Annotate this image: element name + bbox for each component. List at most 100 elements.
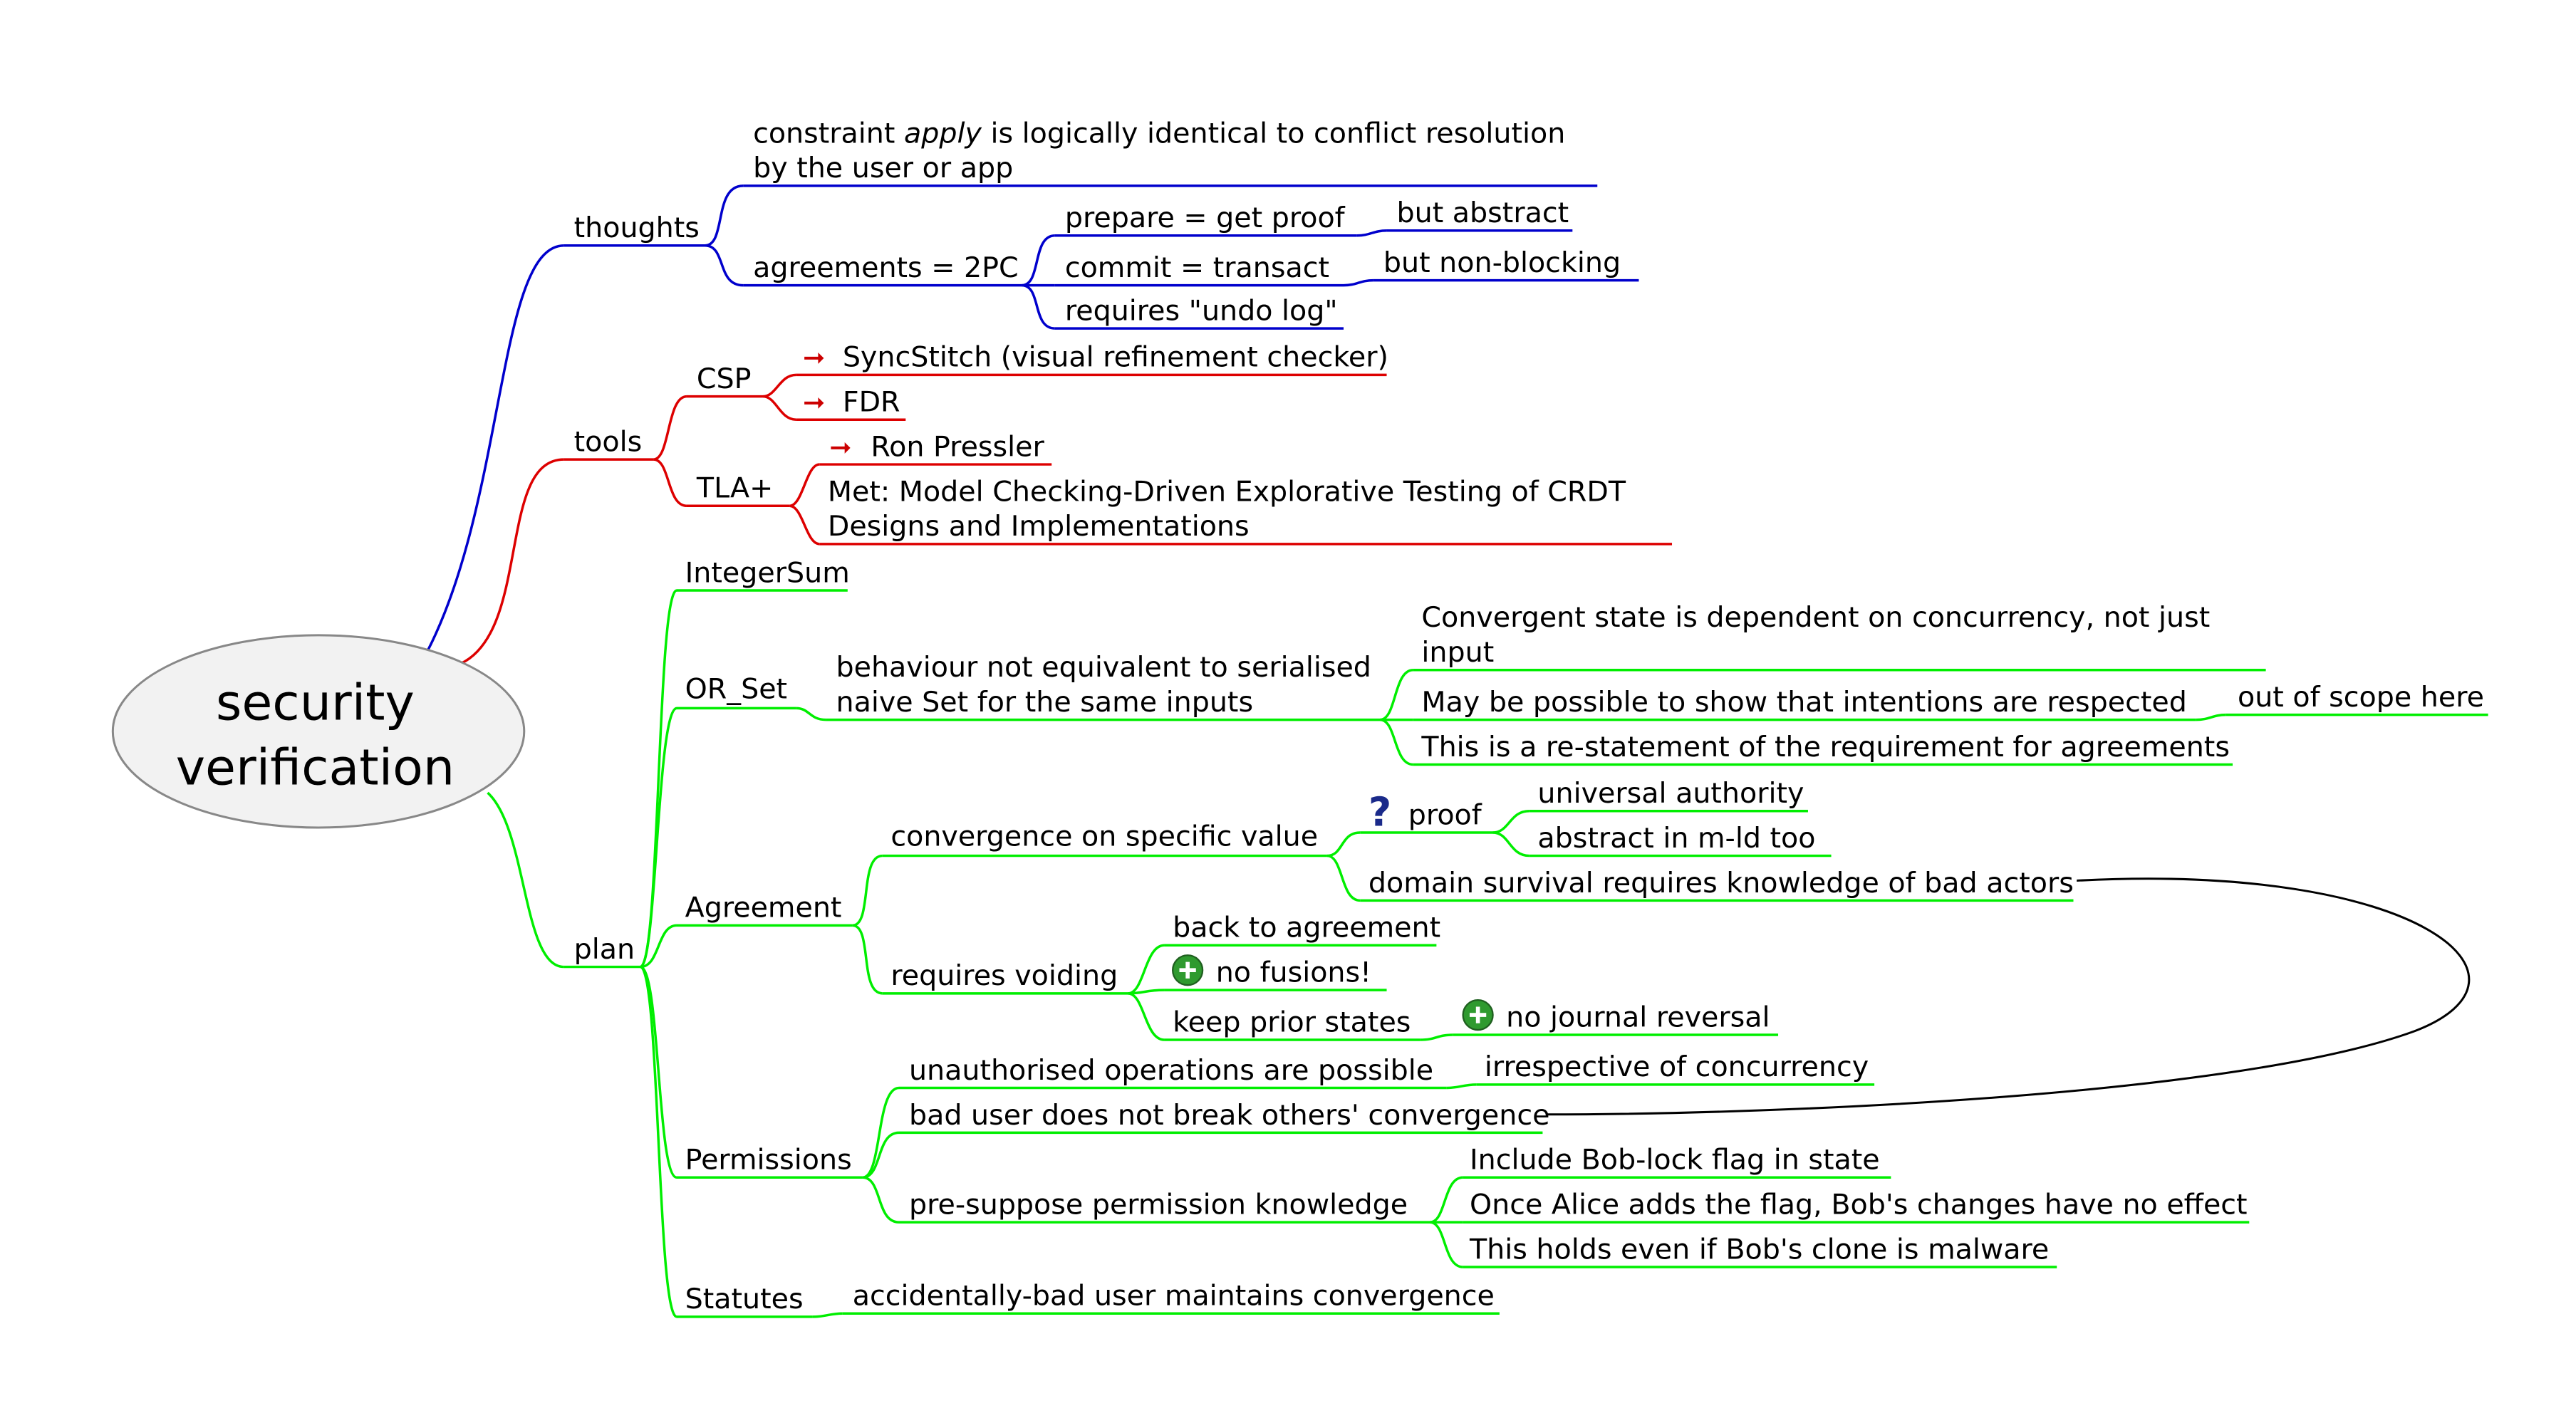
orset-node[interactable]: OR_Set xyxy=(685,672,787,705)
root-to-plan-link xyxy=(487,791,564,969)
pressler-node[interactable]: ➞ Ron Pressler xyxy=(829,430,1044,463)
convergent-node-line2[interactable]: input xyxy=(1421,636,1494,669)
root-title-line2: verification xyxy=(176,739,455,796)
commit-to-note-link xyxy=(1343,278,1373,287)
keep-prior-node[interactable]: keep prior states xyxy=(1173,1006,1411,1038)
alice-flag-node[interactable]: Once Alice adds the flag, Bob's changes … xyxy=(1470,1188,2248,1221)
agreements-node[interactable]: agreements = 2PC xyxy=(753,251,1019,284)
integersum-node[interactable]: IntegerSum xyxy=(685,556,850,589)
constraint-node-line2[interactable]: by the user or app xyxy=(753,152,1013,184)
no-fusions-node[interactable]: no fusions! xyxy=(1172,954,1371,989)
permissions-node[interactable]: Permissions xyxy=(685,1144,852,1177)
orset-to-behaviour-link xyxy=(796,707,826,721)
commit-node[interactable]: commit = transact xyxy=(1065,251,1329,284)
agreement-to-voiding-link xyxy=(852,924,883,995)
root-to-thoughts-link xyxy=(427,244,564,651)
behaviour-to-restatement-link xyxy=(1379,718,1414,766)
thoughts-branch-lines xyxy=(427,184,1639,651)
thoughts-branch: thoughts constraint apply is logically i… xyxy=(574,117,1621,327)
no-fusions-label: no fusions! xyxy=(1216,956,1371,989)
bob-lock-node[interactable]: Include Bob-lock flag in state xyxy=(1470,1144,1880,1177)
plan-to-statutes-link xyxy=(639,965,677,1318)
csp-to-fdr-link xyxy=(762,395,796,421)
fdr-node[interactable]: ➞ FDR xyxy=(803,386,900,419)
accidental-node[interactable]: accidentally-bad user maintains converge… xyxy=(853,1280,1495,1313)
undo-log-node[interactable]: requires "undo log" xyxy=(1065,294,1338,327)
tools-node[interactable]: tools xyxy=(574,425,643,458)
root-ellipse xyxy=(111,634,526,829)
proof-to-universal-link xyxy=(1492,809,1530,834)
permissions-to-presuppose-link xyxy=(862,1176,900,1224)
link-arrow-icon: ➞ xyxy=(829,431,851,462)
presuppose-to-boblock-link xyxy=(1429,1176,1463,1224)
scope-node[interactable]: out of scope here xyxy=(2238,681,2484,714)
domain-survival-node[interactable]: domain survival requires knowledge of ba… xyxy=(1368,867,2074,900)
prepare-node[interactable]: prepare = get proof xyxy=(1065,202,1346,234)
bad-user-node[interactable]: bad user does not break others' converge… xyxy=(909,1099,1550,1132)
thoughts-node[interactable]: thoughts xyxy=(574,212,700,244)
csp-node[interactable]: CSP xyxy=(697,363,752,395)
abstract-mld-node[interactable]: abstract in m-ld too xyxy=(1537,822,1815,855)
thoughts-to-agreements-link xyxy=(705,244,744,287)
intentions-to-scope-link xyxy=(2196,713,2226,721)
plan-to-integersum-link xyxy=(639,589,678,969)
presuppose-node[interactable]: pre-suppose permission knowledge xyxy=(909,1188,1408,1221)
back-to-agreement-node[interactable]: back to agreement xyxy=(1173,912,1440,944)
question-icon: ? xyxy=(1368,790,1391,836)
behaviour-to-convergent-link xyxy=(1379,669,1414,721)
unauthorised-to-irrespective-link xyxy=(1446,1083,1477,1090)
prepare-to-note-link xyxy=(1356,229,1387,237)
plus-icon xyxy=(1462,999,1494,1031)
no-journal-node[interactable]: no journal reversal xyxy=(1462,999,1770,1033)
agreement-node[interactable]: Agreement xyxy=(685,892,842,924)
plan-branch-lines xyxy=(487,589,2488,1318)
statutes-node[interactable]: Statutes xyxy=(685,1283,804,1315)
intentions-node[interactable]: May be possible to show that intentions … xyxy=(1421,686,2186,719)
unauthorised-node[interactable]: unauthorised operations are possible xyxy=(909,1054,1433,1087)
agreements-to-undo-link xyxy=(1022,283,1056,330)
root-title-line1: security xyxy=(216,674,415,732)
malware-node[interactable]: This holds even if Bob's clone is malwar… xyxy=(1469,1233,2049,1266)
plus-icon xyxy=(1172,954,1204,986)
permissions-to-unauthorised-link xyxy=(862,1086,900,1179)
link-arrow-icon: ➞ xyxy=(803,387,825,418)
tools-to-tla-link xyxy=(653,458,687,508)
behaviour-node-line2[interactable]: naive Set for the same inputs xyxy=(836,686,1254,719)
universal-node[interactable]: universal authority xyxy=(1537,777,1804,810)
constraint-prefix: constraint xyxy=(753,117,904,150)
prior-to-journal-link xyxy=(1420,1033,1453,1041)
voiding-to-back-link xyxy=(1127,944,1165,995)
syncstitch-node[interactable]: ➞ SyncStitch (visual refinement checker) xyxy=(803,341,1388,374)
proof-node[interactable]: ? proof xyxy=(1368,790,1482,836)
statutes-to-accidental-link xyxy=(812,1312,843,1318)
pressler-label: Ron Pressler xyxy=(871,430,1044,463)
plan-node[interactable]: plan xyxy=(574,933,635,966)
convergence-node[interactable]: convergence on specific value xyxy=(890,820,1318,853)
prepare-note-node[interactable]: but abstract xyxy=(1397,197,1569,229)
commit-note-node[interactable]: but non-blocking xyxy=(1383,246,1621,279)
root-node[interactable]: security verification xyxy=(111,634,526,829)
tla-node[interactable]: TLA+ xyxy=(696,472,773,505)
plan-branch: plan IntegerSum OR_Set behaviour not equ… xyxy=(574,556,2484,1315)
plan-to-orset-link xyxy=(639,707,677,969)
met-node-line2[interactable]: Designs and Implementations xyxy=(828,510,1250,543)
root-to-tools-link xyxy=(460,458,564,665)
tools-to-csp-link xyxy=(653,395,687,461)
irrespective-node[interactable]: irrespective of concurrency xyxy=(1485,1051,1869,1083)
syncstitch-label: SyncStitch (visual refinement checker) xyxy=(843,341,1388,374)
plan-to-agreement-link xyxy=(640,924,677,969)
tools-branch-lines xyxy=(460,373,1673,665)
permissions-to-baduser-link xyxy=(862,1131,900,1179)
tla-to-met-link xyxy=(789,504,820,546)
agreements-to-prepare-link xyxy=(1021,234,1056,287)
tools-branch: tools CSP ➞ SyncStitch (visual refinemen… xyxy=(574,341,1626,543)
csp-to-syncstitch-link xyxy=(762,373,796,398)
convergent-node-line1[interactable]: Convergent state is dependent on concurr… xyxy=(1421,601,2210,634)
constraint-node[interactable]: constraint apply is logically identical … xyxy=(753,117,1565,150)
restatement-node[interactable]: This is a re-statement of the requiremen… xyxy=(1421,731,2230,763)
voiding-node[interactable]: requires voiding xyxy=(890,959,1118,992)
behaviour-node-line1[interactable]: behaviour not equivalent to serialised xyxy=(836,651,1371,684)
met-node-line1[interactable]: Met: Model Checking-Driven Explorative T… xyxy=(828,475,1626,508)
voiding-to-prior-link xyxy=(1127,992,1165,1041)
agreement-to-convergence-link xyxy=(852,854,883,927)
